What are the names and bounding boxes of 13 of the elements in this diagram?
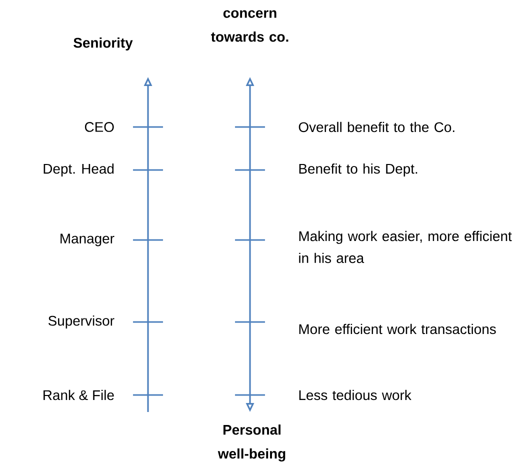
description-text: Less tedious work [299, 390, 412, 400]
tick-label: Supervisor [48, 316, 114, 328]
axis-title: Seniority [74, 38, 133, 50]
description-text: More efficient work transactions [299, 324, 496, 334]
axis-title: concern towards co. [211, 10, 288, 42]
axis-title: Personal well-being [218, 424, 286, 462]
tick-label: CEO [84, 122, 114, 132]
tick-label: Rank & File [44, 390, 114, 400]
description-text: Overall benefit to the Co. [298, 122, 454, 132]
description-text: Making work easier, more efficient in his area [299, 230, 512, 264]
tick-label: Manager [60, 234, 114, 246]
description-text: Benefit to his Dept. [299, 164, 418, 176]
tick-label: Dept. Head [44, 164, 114, 176]
